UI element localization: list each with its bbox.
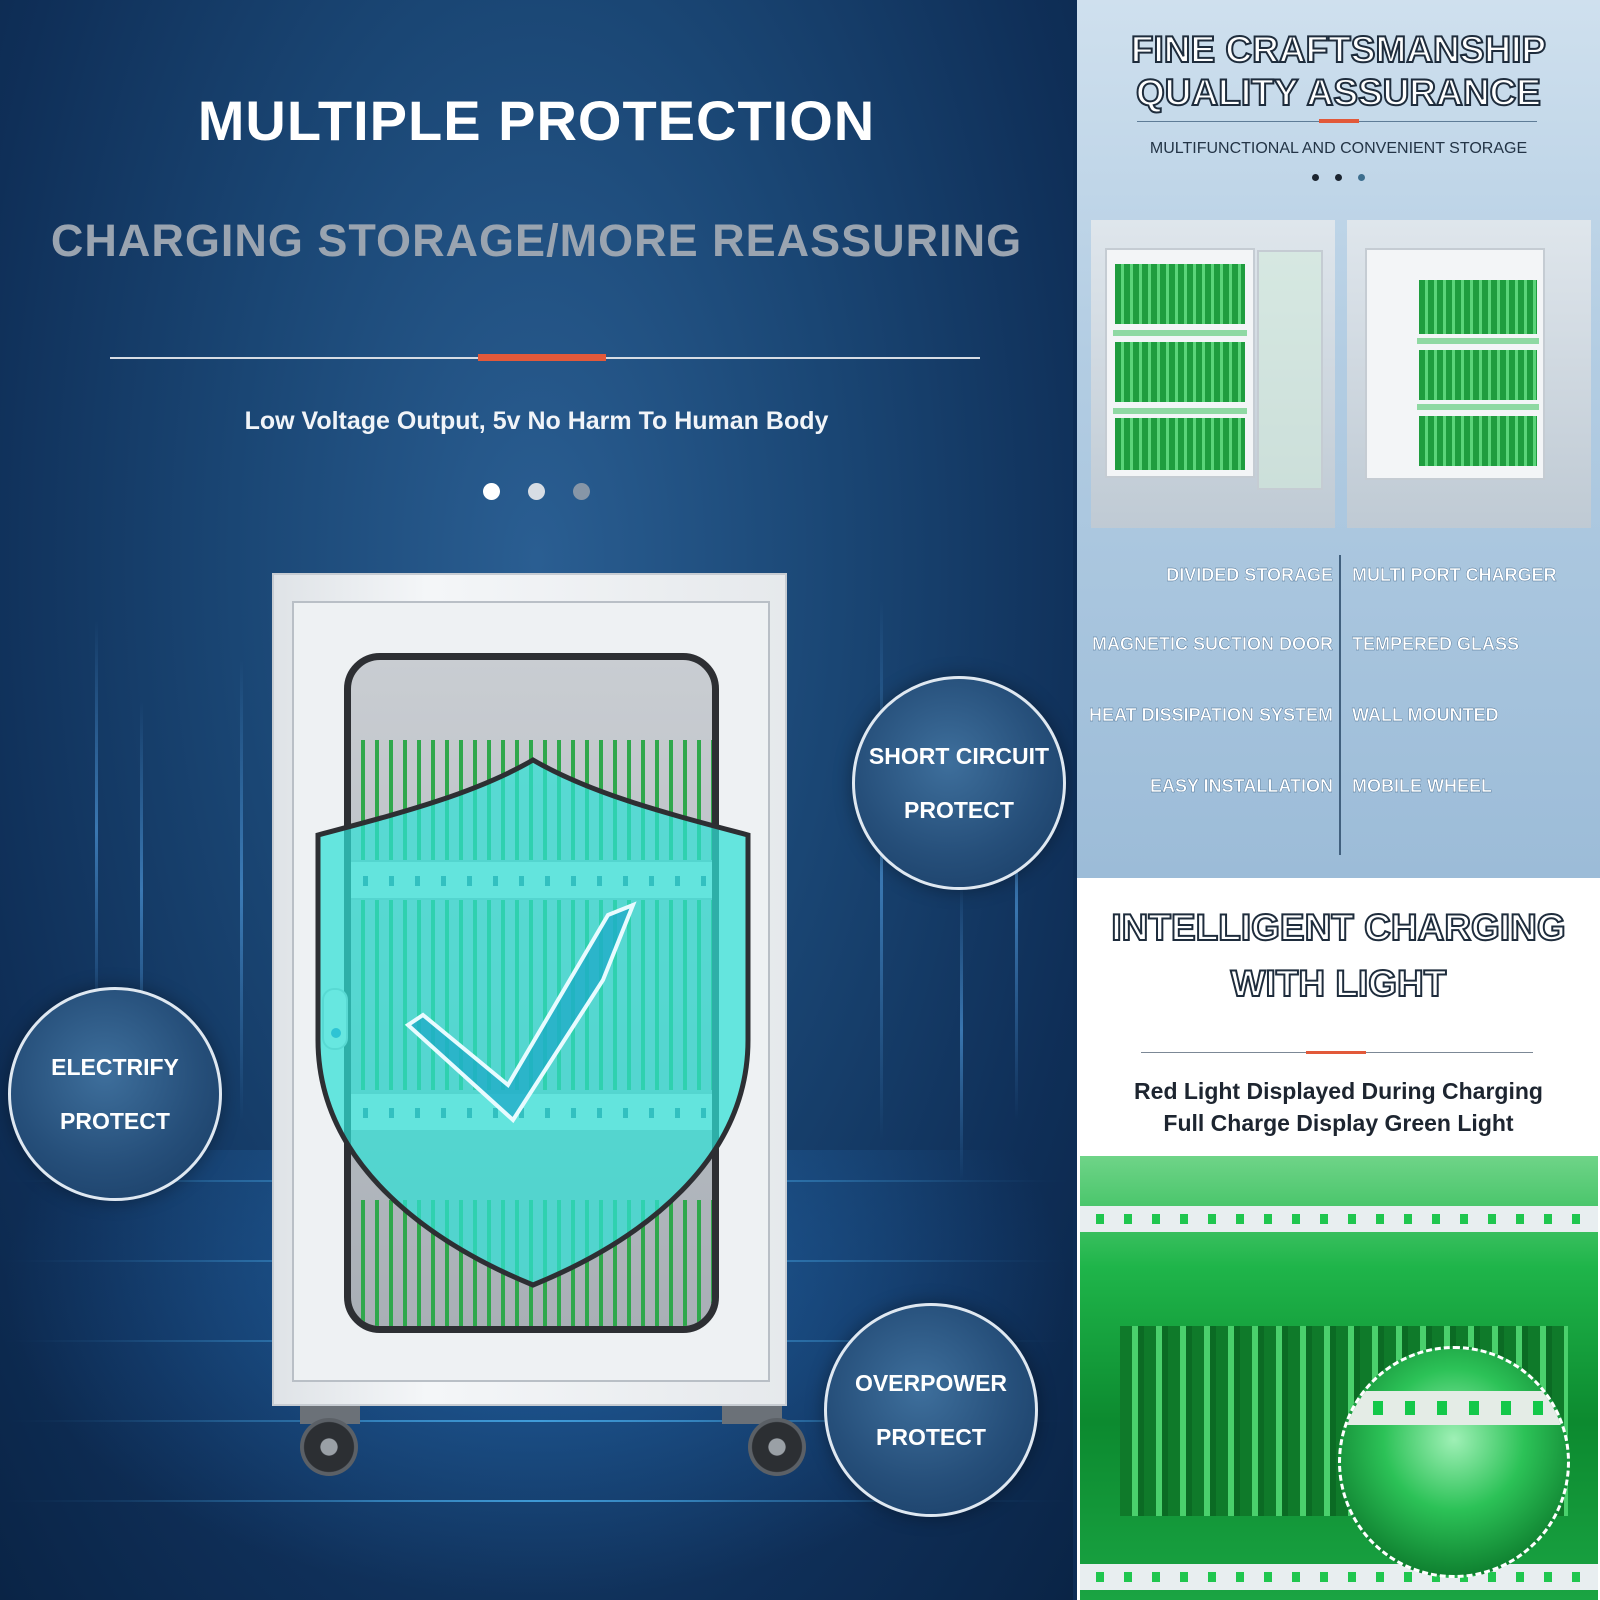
- pager-dot: [573, 483, 591, 500]
- feature-divided-storage: DIVIDED STORAGE: [1166, 565, 1333, 585]
- charging-shelf: [1417, 338, 1539, 344]
- protection-panel: MULTIPLE PROTECTION CHARGING STORAGE/MOR…: [0, 0, 1073, 1600]
- divider-accent: [1319, 119, 1359, 123]
- pager-dot: [528, 483, 545, 500]
- wave-line: [0, 1500, 1073, 1502]
- device-slots: [1419, 416, 1537, 466]
- title-line: WITH LIGHT: [1230, 962, 1448, 1005]
- green-light-photo: [1080, 1156, 1598, 1600]
- device-slots: [1115, 342, 1245, 402]
- shield-check-icon: [315, 757, 751, 1288]
- pager-dot: [482, 483, 500, 500]
- craftsmanship-title: FINE CRAFTSMANSHIP QUALITY ASSURANCE: [1077, 28, 1600, 114]
- caster-mount: [300, 1406, 360, 1424]
- divider-accent: [1306, 1051, 1366, 1054]
- charging-strip: [1080, 1564, 1598, 1590]
- badge-line: PROTECT: [904, 797, 1014, 823]
- wheel-icon: [300, 1418, 358, 1476]
- indicator-lights: [1341, 1391, 1567, 1425]
- feature-wall-mounted: WALL MOUNTED: [1352, 705, 1499, 725]
- craftsmanship-panel: FINE CRAFTSMANSHIP QUALITY ASSURANCE MUL…: [1077, 0, 1600, 878]
- feature-mobile-wheel: MOBILE WHEEL: [1352, 776, 1492, 796]
- charging-shelf: [1113, 408, 1247, 414]
- pager-dot: [1311, 174, 1319, 181]
- open-glass-door: [1257, 250, 1323, 490]
- charging-shelf: [1417, 404, 1539, 410]
- charging-shelf: [1113, 330, 1247, 336]
- pager-dot: [1358, 174, 1366, 181]
- divider-accent: [478, 354, 606, 361]
- light-beam: [880, 600, 883, 1140]
- feature-divider: [1339, 555, 1341, 855]
- wheel-icon: [748, 1418, 806, 1476]
- cabinet-body: [1365, 248, 1545, 480]
- badge-line: PROTECT: [876, 1424, 986, 1450]
- light-beam: [95, 620, 98, 1040]
- short-circuit-badge: SHORT CIRCUIT PROTECT: [852, 676, 1066, 890]
- cabinet-body: [1105, 248, 1255, 478]
- badge-line: SHORT CIRCUIT: [868, 743, 1050, 769]
- cabinet-photo-front: [1091, 220, 1335, 528]
- device-slots: [1115, 418, 1245, 470]
- light-beam: [140, 700, 143, 1080]
- feature-multi-port: MULTI PORT CHARGER: [1352, 565, 1557, 585]
- pager-dots: [1077, 168, 1600, 186]
- light-beam: [1015, 700, 1018, 1120]
- device-slots: [1419, 350, 1537, 400]
- intelligent-charging-panel: INTELLIGENT CHARGING WITH LIGHT Red Ligh…: [1077, 878, 1600, 1600]
- title-line: INTELLIGENT CHARGING: [1110, 906, 1566, 949]
- charging-light-text: Red Light Displayed During Charging: [1134, 1078, 1543, 1104]
- electrify-badge: ELECTRIFY PROTECT: [8, 987, 222, 1201]
- charging-strip: [1080, 1206, 1598, 1232]
- wave-line: [0, 1420, 1073, 1422]
- feature-tempered-glass: TEMPERED GLASS: [1352, 634, 1520, 654]
- cabinet-photo-side: [1347, 220, 1591, 528]
- title-divider: [110, 354, 980, 361]
- zoom-detail: [1338, 1346, 1570, 1578]
- title-line: QUALITY ASSURANCE: [1135, 71, 1542, 114]
- title-divider: [1141, 1051, 1533, 1054]
- title-line: FINE CRAFTSMANSHIP: [1130, 28, 1547, 71]
- badge-line: OVERPOWER: [854, 1370, 1008, 1396]
- craftsmanship-subtitle: MULTIFUNCTIONAL AND CONVENIENT STORAGE: [1149, 140, 1528, 157]
- pager-dots: [0, 483, 1073, 505]
- badge-line: ELECTRIFY: [51, 1054, 179, 1080]
- feature-heat-dissipation: HEAT DISSIPATION SYSTEM: [1088, 705, 1333, 725]
- device-slots: [1419, 280, 1537, 334]
- page-title: MULTIPLE PROTECTION: [197, 89, 876, 152]
- page-subtitle: CHARGING STORAGE/MORE REASSURING: [50, 215, 1023, 266]
- device-slots: [1115, 264, 1245, 324]
- intelligent-charging-title: INTELLIGENT CHARGING WITH LIGHT: [1077, 900, 1600, 1012]
- light-beam: [960, 880, 963, 1180]
- overpower-badge: OVERPOWER PROTECT: [824, 1303, 1038, 1517]
- tagline: Low Voltage Output, 5v No Harm To Human …: [244, 407, 829, 435]
- light-beam: [240, 660, 243, 1120]
- feature-magnetic-door: MAGNETIC SUCTION DOOR: [1092, 634, 1333, 654]
- full-charge-text: Full Charge Display Green Light: [1163, 1110, 1514, 1136]
- feature-easy-installation: EASY INSTALLATION: [1149, 776, 1333, 796]
- title-divider: [1137, 119, 1537, 123]
- badge-line: PROTECT: [60, 1108, 170, 1134]
- pager-dot: [1335, 174, 1342, 181]
